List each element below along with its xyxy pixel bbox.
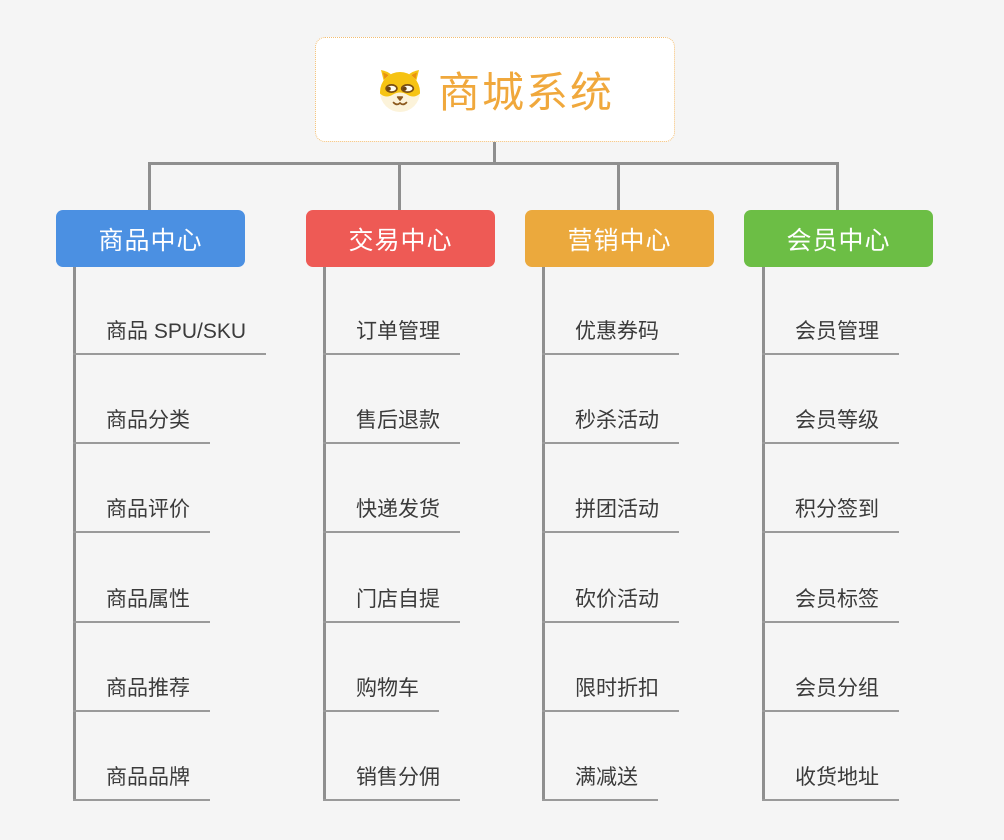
topic-item[interactable]: 拼团活动 <box>542 497 679 533</box>
topic-item[interactable]: 商品属性 <box>73 587 210 623</box>
topic-item[interactable]: 快递发货 <box>323 497 460 533</box>
topic-item[interactable]: 商品品牌 <box>73 765 210 801</box>
topic-item[interactable]: 销售分佣 <box>323 765 460 801</box>
connector-trunk <box>323 267 326 800</box>
root-title: 商城系统 <box>437 69 614 116</box>
connector-drop <box>398 162 401 211</box>
branch-marketing-center[interactable]: 营销中心 <box>525 210 714 267</box>
connector-spine <box>148 162 839 165</box>
branch-member-center[interactable]: 会员中心 <box>744 210 933 267</box>
topic-item[interactable]: 砍价活动 <box>542 587 679 623</box>
topic-item[interactable]: 积分签到 <box>762 497 899 533</box>
connector-drop <box>148 162 151 211</box>
connector-trunk <box>73 267 76 800</box>
branch-product-center[interactable]: 商品中心 <box>56 210 245 267</box>
topic-item[interactable]: 售后退款 <box>323 408 460 444</box>
connector-root-stub <box>493 142 496 164</box>
connector-drop <box>617 162 620 211</box>
connector-trunk <box>542 267 545 800</box>
topic-item[interactable]: 商品分类 <box>73 408 210 444</box>
topic-item[interactable]: 收货地址 <box>762 765 899 801</box>
topic-item[interactable]: 会员标签 <box>762 587 899 623</box>
topic-item[interactable]: 商品推荐 <box>73 676 210 712</box>
branch-label: 会员中心 <box>786 226 891 255</box>
branch-label: 交易中心 <box>348 226 453 255</box>
topic-item[interactable]: 商品评价 <box>73 497 210 533</box>
branch-trade-center-children: 订单管理 售后退款 快递发货 门店自提 购物车 销售分佣 <box>323 267 573 807</box>
connector-drop <box>836 162 839 211</box>
topic-item[interactable]: 订单管理 <box>323 319 460 355</box>
branch-label: 商品中心 <box>98 226 203 255</box>
root-node[interactable]: 商城系统 <box>315 37 675 142</box>
branch-trade-center[interactable]: 交易中心 <box>306 210 495 267</box>
topic-item[interactable]: 会员等级 <box>762 408 899 444</box>
topic-item[interactable]: 商品 SPU/SKU <box>73 319 267 355</box>
topic-item[interactable]: 会员管理 <box>762 319 899 355</box>
branch-product-center-children: 商品 SPU/SKU 商品分类 商品评价 商品属性 商品推荐 商品品牌 <box>73 267 323 807</box>
topic-item[interactable]: 购物车 <box>323 676 439 712</box>
connector-trunk <box>762 267 765 800</box>
topic-item[interactable]: 秒杀活动 <box>542 408 679 444</box>
topic-item[interactable]: 优惠券码 <box>542 319 679 355</box>
topic-item[interactable]: 满减送 <box>542 765 658 801</box>
branch-label: 营销中心 <box>567 226 672 255</box>
branch-marketing-center-children: 优惠券码 秒杀活动 拼团活动 砍价活动 限时折扣 满减送 <box>542 267 792 807</box>
topic-item[interactable]: 限时折扣 <box>542 676 679 712</box>
topic-item[interactable]: 会员分组 <box>762 676 899 712</box>
topic-item[interactable]: 门店自提 <box>323 587 460 623</box>
branch-member-center-children: 会员管理 会员等级 积分签到 会员标签 会员分组 收货地址 <box>762 267 1004 807</box>
doge-icon <box>376 66 424 114</box>
